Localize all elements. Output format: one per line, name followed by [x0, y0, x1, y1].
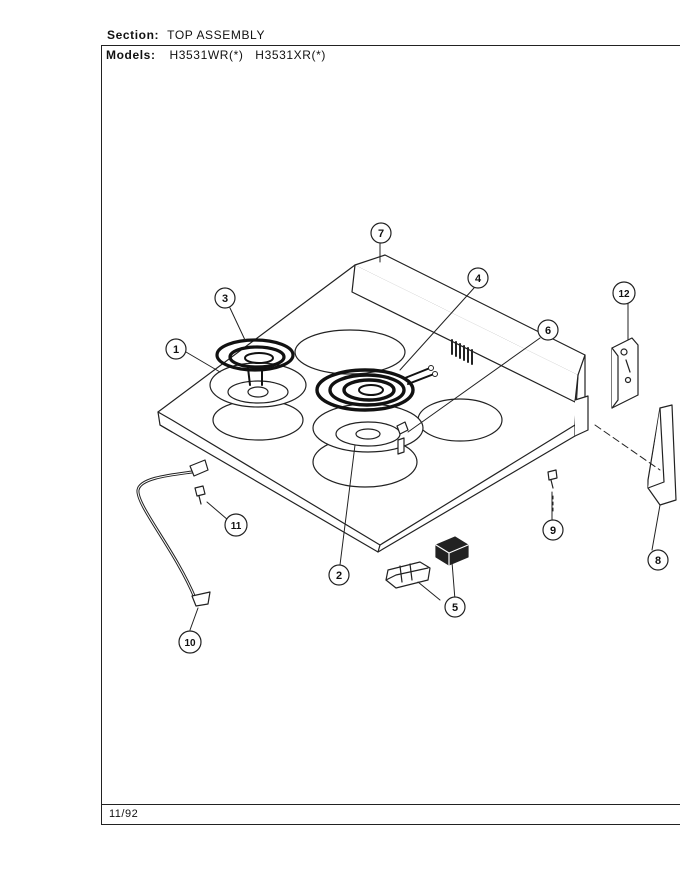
callout-2: 2 — [328, 564, 350, 586]
side-trim — [647, 404, 677, 506]
surface-element-large — [315, 367, 435, 412]
svg-text:9: 9 — [550, 525, 556, 537]
svg-text:8: 8 — [655, 555, 661, 567]
infinite-switch — [385, 561, 431, 589]
section-label: Section: — [107, 28, 160, 42]
receptacle — [396, 421, 409, 455]
svg-text:12: 12 — [618, 289, 630, 300]
models-value: H3531WR(*) H3531XR(*) — [169, 48, 326, 62]
svg-text:3: 3 — [222, 293, 228, 305]
svg-text:4: 4 — [475, 273, 482, 285]
leader-lines — [185, 242, 661, 631]
diagram-frame: Models: H3531WR(*) H3531XR(*) 11/92 — [101, 45, 680, 825]
svg-text:5: 5 — [452, 602, 458, 614]
callout-8: 8 — [647, 549, 669, 571]
callout-9: 9 — [542, 519, 564, 541]
callout-5: 5 — [444, 596, 466, 618]
callout-10: 10 — [178, 630, 202, 654]
callout-3: 3 — [214, 287, 236, 309]
section-value: TOP ASSEMBLY — [167, 28, 266, 42]
callout-11: 11 — [224, 513, 248, 537]
callout-labels: 1 2 3 4 5 6 7 8 9 10 11 12 — [165, 222, 669, 654]
svg-text:2: 2 — [336, 570, 342, 582]
footer-date: 11/92 — [109, 808, 139, 820]
callout-4: 4 — [467, 267, 489, 289]
footer-divider — [102, 804, 680, 805]
screw — [547, 469, 558, 489]
svg-text:7: 7 — [378, 228, 384, 240]
screw-small — [194, 485, 206, 505]
svg-text:11: 11 — [231, 521, 242, 532]
callout-7: 7 — [370, 222, 392, 244]
drip-pan-large — [312, 403, 424, 453]
section-header: Section: TOP ASSEMBLY — [107, 28, 265, 42]
control-knob — [435, 536, 469, 566]
wire-harness — [136, 459, 211, 607]
callout-1: 1 — [165, 338, 187, 360]
svg-text:6: 6 — [545, 325, 551, 337]
drip-pan-left — [209, 362, 307, 408]
surface-element-small — [215, 338, 295, 386]
callout-12: 12 — [612, 281, 636, 305]
svg-text:1: 1 — [173, 344, 179, 356]
callout-6: 6 — [537, 319, 559, 341]
mounting-bracket — [611, 337, 639, 409]
models-label: Models: — [106, 48, 156, 62]
models-header: Models: H3531WR(*) H3531XR(*) — [106, 48, 326, 62]
svg-text:10: 10 — [184, 638, 196, 649]
